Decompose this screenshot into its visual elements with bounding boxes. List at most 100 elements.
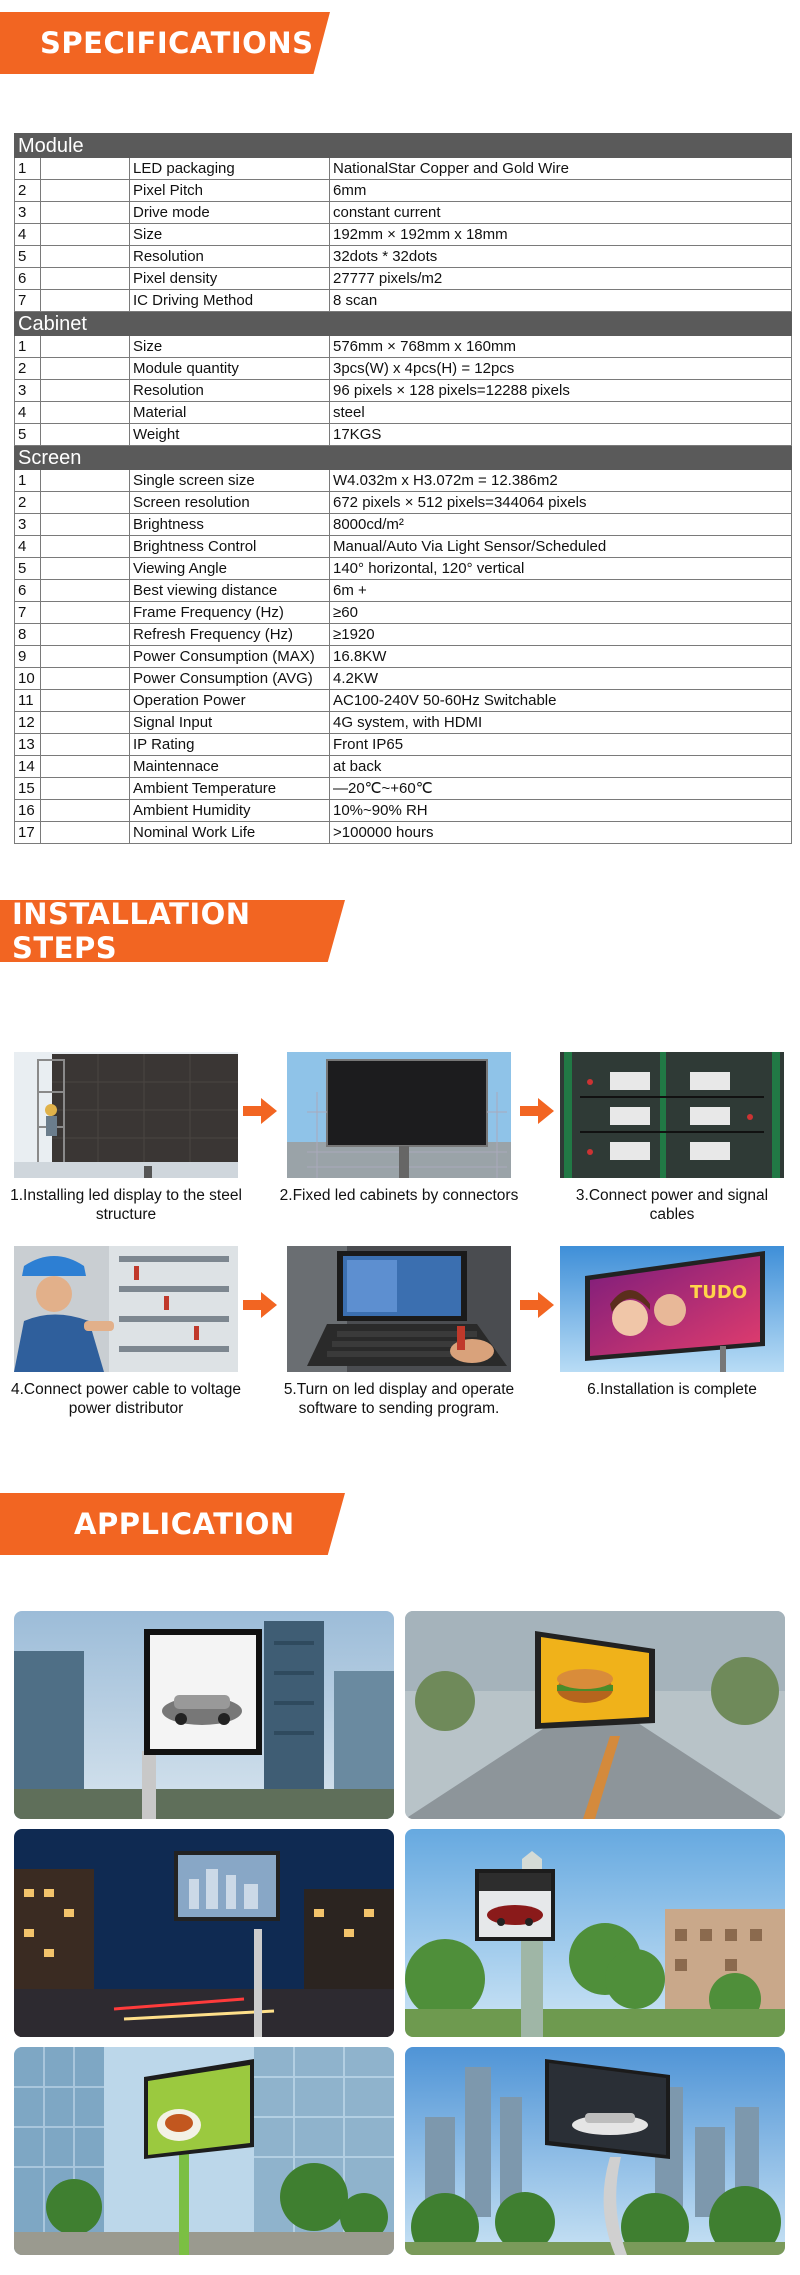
arrow-right-icon xyxy=(520,1292,554,1318)
spec-row-label: Best viewing distance xyxy=(129,579,330,602)
spec-row-value: —20℃~+60℃ xyxy=(329,777,792,800)
application-photo-skyline-billboard xyxy=(405,2047,785,2255)
spec-section-title: Module xyxy=(14,133,792,158)
spec-row-value: AC100-240V 50-60Hz Switchable xyxy=(329,689,792,712)
spec-row-number: 16 xyxy=(14,799,41,822)
spec-row-label: Size xyxy=(129,335,330,358)
spec-row-label: Pixel density xyxy=(129,267,330,290)
step-1-photo xyxy=(14,1052,238,1178)
spec-row-label: Resolution xyxy=(129,245,330,268)
install-step-3: 3.Connect power and signal cables xyxy=(560,1052,792,1224)
spec-row-number: 5 xyxy=(14,557,41,580)
spec-section-header: Cabinet xyxy=(14,311,792,336)
spec-row-number: 5 xyxy=(14,423,41,446)
arrow-right-icon xyxy=(243,1098,277,1124)
spec-row-value: 192mm × 192mm x 18mm xyxy=(329,223,792,246)
spec-row-spacer xyxy=(40,513,130,536)
spec-row-label: Size xyxy=(129,223,330,246)
spec-row-spacer xyxy=(40,379,130,402)
spec-row-number: 11 xyxy=(14,689,41,712)
spec-row-spacer xyxy=(40,401,130,424)
spec-row-number: 17 xyxy=(14,821,41,844)
spec-row-spacer xyxy=(40,579,130,602)
spec-row-label: Refresh Frequency (Hz) xyxy=(129,623,330,646)
spec-row-value: 140° horizontal, 120° vertical xyxy=(329,557,792,580)
spec-row-spacer xyxy=(40,267,130,290)
spec-row-number: 3 xyxy=(14,201,41,224)
spec-row-label: Drive mode xyxy=(129,201,330,224)
spec-row-label: Ambient Humidity xyxy=(129,799,330,822)
spec-row-number: 5 xyxy=(14,245,41,268)
spec-row-number: 8 xyxy=(14,623,41,646)
spec-row-number: 6 xyxy=(14,579,41,602)
install-step-1: 1.Installing led display to the steel st… xyxy=(10,1052,246,1224)
spec-row-spacer xyxy=(40,245,130,268)
spec-row-value: at back xyxy=(329,755,792,778)
install-step-4: 4.Connect power cable to voltage power d… xyxy=(11,1246,246,1418)
application-photo-night-street xyxy=(14,1829,394,2037)
spec-row-spacer xyxy=(40,535,130,558)
step-2-photo xyxy=(287,1052,511,1178)
spec-section-title: Cabinet xyxy=(14,311,792,336)
spec-row-spacer xyxy=(40,157,130,180)
spec-row-value: 17KGS xyxy=(329,423,792,446)
spec-row-number: 1 xyxy=(14,469,41,492)
spec-row-number: 9 xyxy=(14,645,41,668)
spec-row-label: Power Consumption (AVG) xyxy=(129,667,330,690)
arrow-right-icon xyxy=(243,1292,277,1318)
spec-row-label: Nominal Work Life xyxy=(129,821,330,844)
spec-row-value: 576mm × 768mm x 160mm xyxy=(329,335,792,358)
spec-row-label: Signal Input xyxy=(129,711,330,734)
spec-row-value: Front IP65 xyxy=(329,733,792,756)
spec-row-spacer xyxy=(40,711,130,734)
spec-row-spacer xyxy=(40,357,130,380)
spec-row-number: 2 xyxy=(14,491,41,514)
spec-row-spacer xyxy=(40,645,130,668)
spec-row-number: 2 xyxy=(14,357,41,380)
spec-row-value: 8000cd/m² xyxy=(329,513,792,536)
spec-row-label: Material xyxy=(129,401,330,424)
spec-section-header: Screen xyxy=(14,445,792,470)
spec-row-value: steel xyxy=(329,401,792,424)
spec-row-value: 672 pixels × 512 pixels=344064 pixels xyxy=(329,491,792,514)
application-heading: APPLICATION xyxy=(74,1507,295,1541)
spec-section-title: Screen xyxy=(14,445,792,470)
spec-row-label: Operation Power xyxy=(129,689,330,712)
spec-row-value: W4.032m x H3.072m = 12.386m2 xyxy=(329,469,792,492)
specifications-banner: SPECIFICATIONS xyxy=(0,12,330,74)
spec-row-label: Resolution xyxy=(129,379,330,402)
application-photo-plaza-food-ad xyxy=(14,2047,394,2255)
spec-row-number: 15 xyxy=(14,777,41,800)
spec-row-number: 4 xyxy=(14,223,41,246)
application-photo-street-burger-ad xyxy=(405,1611,785,1819)
spec-row-spacer xyxy=(40,667,130,690)
spec-row-spacer xyxy=(40,733,130,756)
spec-row-number: 7 xyxy=(14,289,41,312)
spec-row-value: 10%~90% RH xyxy=(329,799,792,822)
spec-row-number: 12 xyxy=(14,711,41,734)
spec-section-header: Module xyxy=(14,133,792,158)
install-step-2: 2.Fixed led cabinets by connectors xyxy=(280,1052,519,1205)
step-5-caption: 5.Turn on led display and operate softwa… xyxy=(283,1381,515,1417)
install-step-5: 5.Turn on led display and operate softwa… xyxy=(284,1246,519,1418)
spec-row-value: 32dots * 32dots xyxy=(329,245,792,268)
spec-row-spacer xyxy=(40,557,130,580)
spec-row-spacer xyxy=(40,821,130,844)
